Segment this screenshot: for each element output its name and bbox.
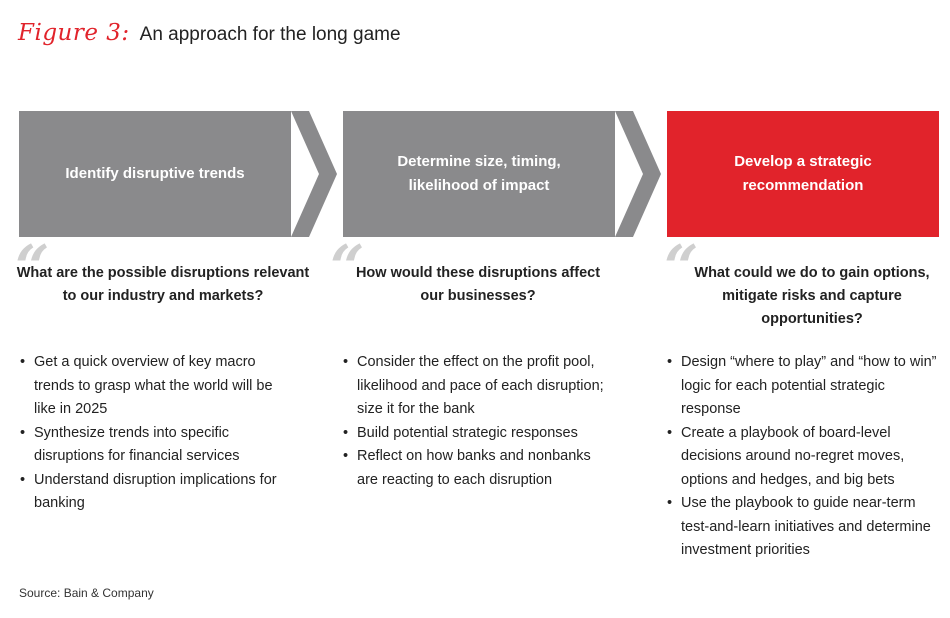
step-3-question: “ What could we do to gain options, miti…: [664, 238, 950, 331]
list-item: Synthesize trends into specific disrupti…: [20, 422, 282, 469]
figure-title: Figure 3: An approach for the long game: [18, 20, 401, 52]
step-2-title: Determine size, timing, likelihood of im…: [397, 153, 561, 194]
step-1-question-text: What are the possible disruptions releva…: [16, 265, 310, 304]
list-item: Design “where to play” and “how to win” …: [667, 351, 937, 422]
quote-icon: “: [15, 233, 50, 303]
chevron-right-icon: [615, 111, 661, 237]
list-item: Consider the effect on the profit pool, …: [343, 351, 605, 422]
step-3-question-text: What could we do to gain options, mitiga…: [694, 265, 930, 327]
step-3-title: Develop a strategic recommendation: [734, 153, 872, 194]
list-item: Use the playbook to guide near-term test…: [667, 492, 937, 563]
list-item: Understand disruption implications for b…: [20, 469, 282, 516]
step-1-title: Identify disruptive trends: [65, 165, 245, 182]
step-1-box: Identify disruptive trends: [19, 111, 291, 237]
step-3-box: Develop a strategic recommendation: [667, 111, 939, 237]
step-2-question-text: How would these disruptions affect our b…: [355, 265, 601, 304]
figure-label: Figure 3:: [18, 20, 130, 46]
quote-icon: “: [330, 233, 365, 303]
chevron-right-icon: [291, 111, 337, 237]
quote-icon: “: [664, 233, 699, 303]
step-3-bullets: Design “where to play” and “how to win” …: [667, 351, 937, 563]
step-2-box: Determine size, timing, likelihood of im…: [343, 111, 615, 237]
step-1-bullets: Get a quick overview of key macro trends…: [20, 351, 282, 516]
source-note: Source: Bain & Company: [19, 586, 154, 600]
list-item: Reflect on how banks and nonbanks are re…: [343, 445, 605, 492]
step-1-question: “ What are the possible disruptions rele…: [15, 238, 311, 308]
figure-subtitle: An approach for the long game: [139, 24, 401, 45]
list-item: Get a quick overview of key macro trends…: [20, 351, 282, 422]
step-2-bullets: Consider the effect on the profit pool, …: [343, 351, 605, 492]
list-item: Build potential strategic responses: [343, 422, 605, 446]
list-item: Create a playbook of board-level decisio…: [667, 422, 937, 493]
step-2-question: “ How would these disruptions affect our…: [330, 238, 626, 308]
